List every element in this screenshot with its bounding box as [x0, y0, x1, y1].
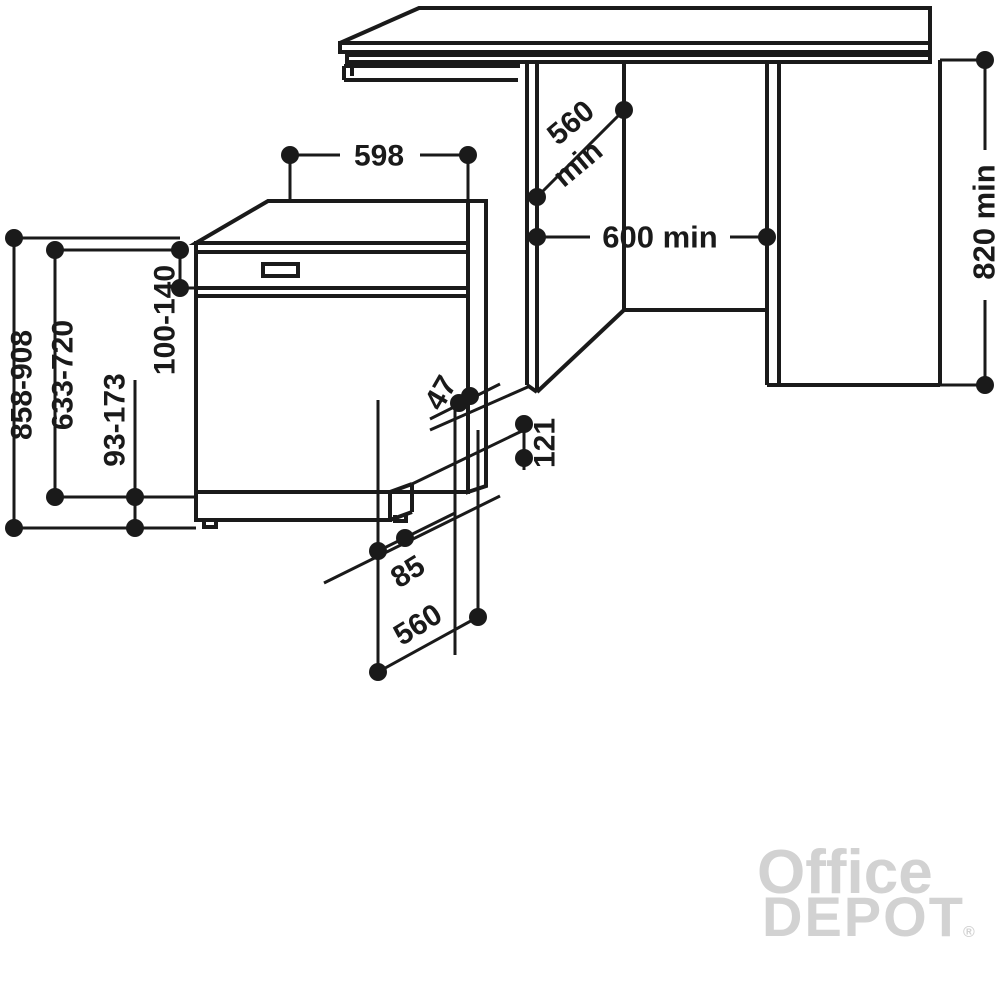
- dishwasher-control-panel: [194, 250, 470, 290]
- office-depot-watermark: Office DEPOT ®: [757, 838, 975, 948]
- watermark-registered-mark: ®: [963, 924, 975, 941]
- dishwasher-top-panel: [188, 199, 470, 245]
- countertop-top-surface: [339, 6, 932, 45]
- dot-858-top: [5, 229, 23, 247]
- plinth-side-top: [389, 482, 413, 494]
- projection-line-b: [429, 384, 531, 432]
- plinth-front: [194, 490, 392, 522]
- dot-560min-rear: [615, 101, 633, 119]
- dot-560min-front: [528, 188, 546, 206]
- dot-820min-bottom: [976, 376, 994, 394]
- dim-label-width-598: 598: [354, 140, 404, 173]
- dim-label-height-858-908: 858-908: [6, 330, 39, 440]
- countertop-lower-band: [345, 53, 932, 64]
- cabinet-carcass-group: [525, 60, 942, 394]
- dot-598-left: [281, 146, 299, 164]
- foot-left: [202, 520, 218, 529]
- dot-100-top: [171, 241, 189, 259]
- dim-line-560-min: [535, 108, 626, 199]
- dot-560-left: [369, 663, 387, 681]
- projection-line-c: [411, 428, 525, 486]
- dim-label-offset-85: 85: [385, 549, 431, 595]
- watermark-depot-text: DEPOT: [762, 885, 965, 948]
- cabinet-interior-floor: [535, 308, 626, 394]
- foot-right: [393, 515, 408, 523]
- dot-121-top: [515, 415, 533, 433]
- dishwasher-display-recess: [261, 262, 300, 278]
- countertop-left-return: [338, 43, 520, 82]
- dim-label-depth-560: 560: [388, 598, 448, 653]
- dot-85-a: [369, 542, 387, 560]
- dishwasher-group: [188, 199, 488, 495]
- watermark-office-text: Office: [757, 838, 933, 907]
- dim-label-height-93-173: 93-173: [99, 373, 132, 466]
- dot-560-right: [469, 608, 487, 626]
- dot-47-b: [461, 387, 479, 405]
- dot-598-right: [459, 146, 477, 164]
- dot-93-mid: [126, 488, 144, 506]
- dim-label-height-633-720: 633-720: [47, 320, 80, 430]
- dot-600min-left: [528, 228, 546, 246]
- dimension-labels-group: 598 858-908 633-720 93-173 100-140 560 m…: [6, 94, 1000, 652]
- dim-label-height-100-140: 100-140: [149, 265, 182, 375]
- dim-line-560: [377, 615, 479, 674]
- dot-858-bottom: [5, 519, 23, 537]
- countertop-group: [338, 6, 932, 64]
- dishwasher-plinth-group: [194, 482, 414, 529]
- dot-600min-right: [758, 228, 776, 246]
- dot-85-b: [396, 529, 414, 547]
- dim-label-height-820-min: 820 min: [967, 164, 1000, 279]
- dot-633-bottom: [46, 488, 64, 506]
- countertop-front-band: [338, 41, 932, 54]
- dim-label-offset-121: 121: [529, 418, 562, 468]
- dot-100-bottom: [171, 279, 189, 297]
- dot-820min-top: [976, 51, 994, 69]
- dot-121-bottom: [515, 449, 533, 467]
- dimension-dots-group: [5, 51, 994, 681]
- dot-93-bottom: [126, 519, 144, 537]
- dim-label-width-600-min: 600 min: [602, 220, 717, 255]
- dim-line-85: [377, 511, 456, 553]
- dot-633-top: [46, 241, 64, 259]
